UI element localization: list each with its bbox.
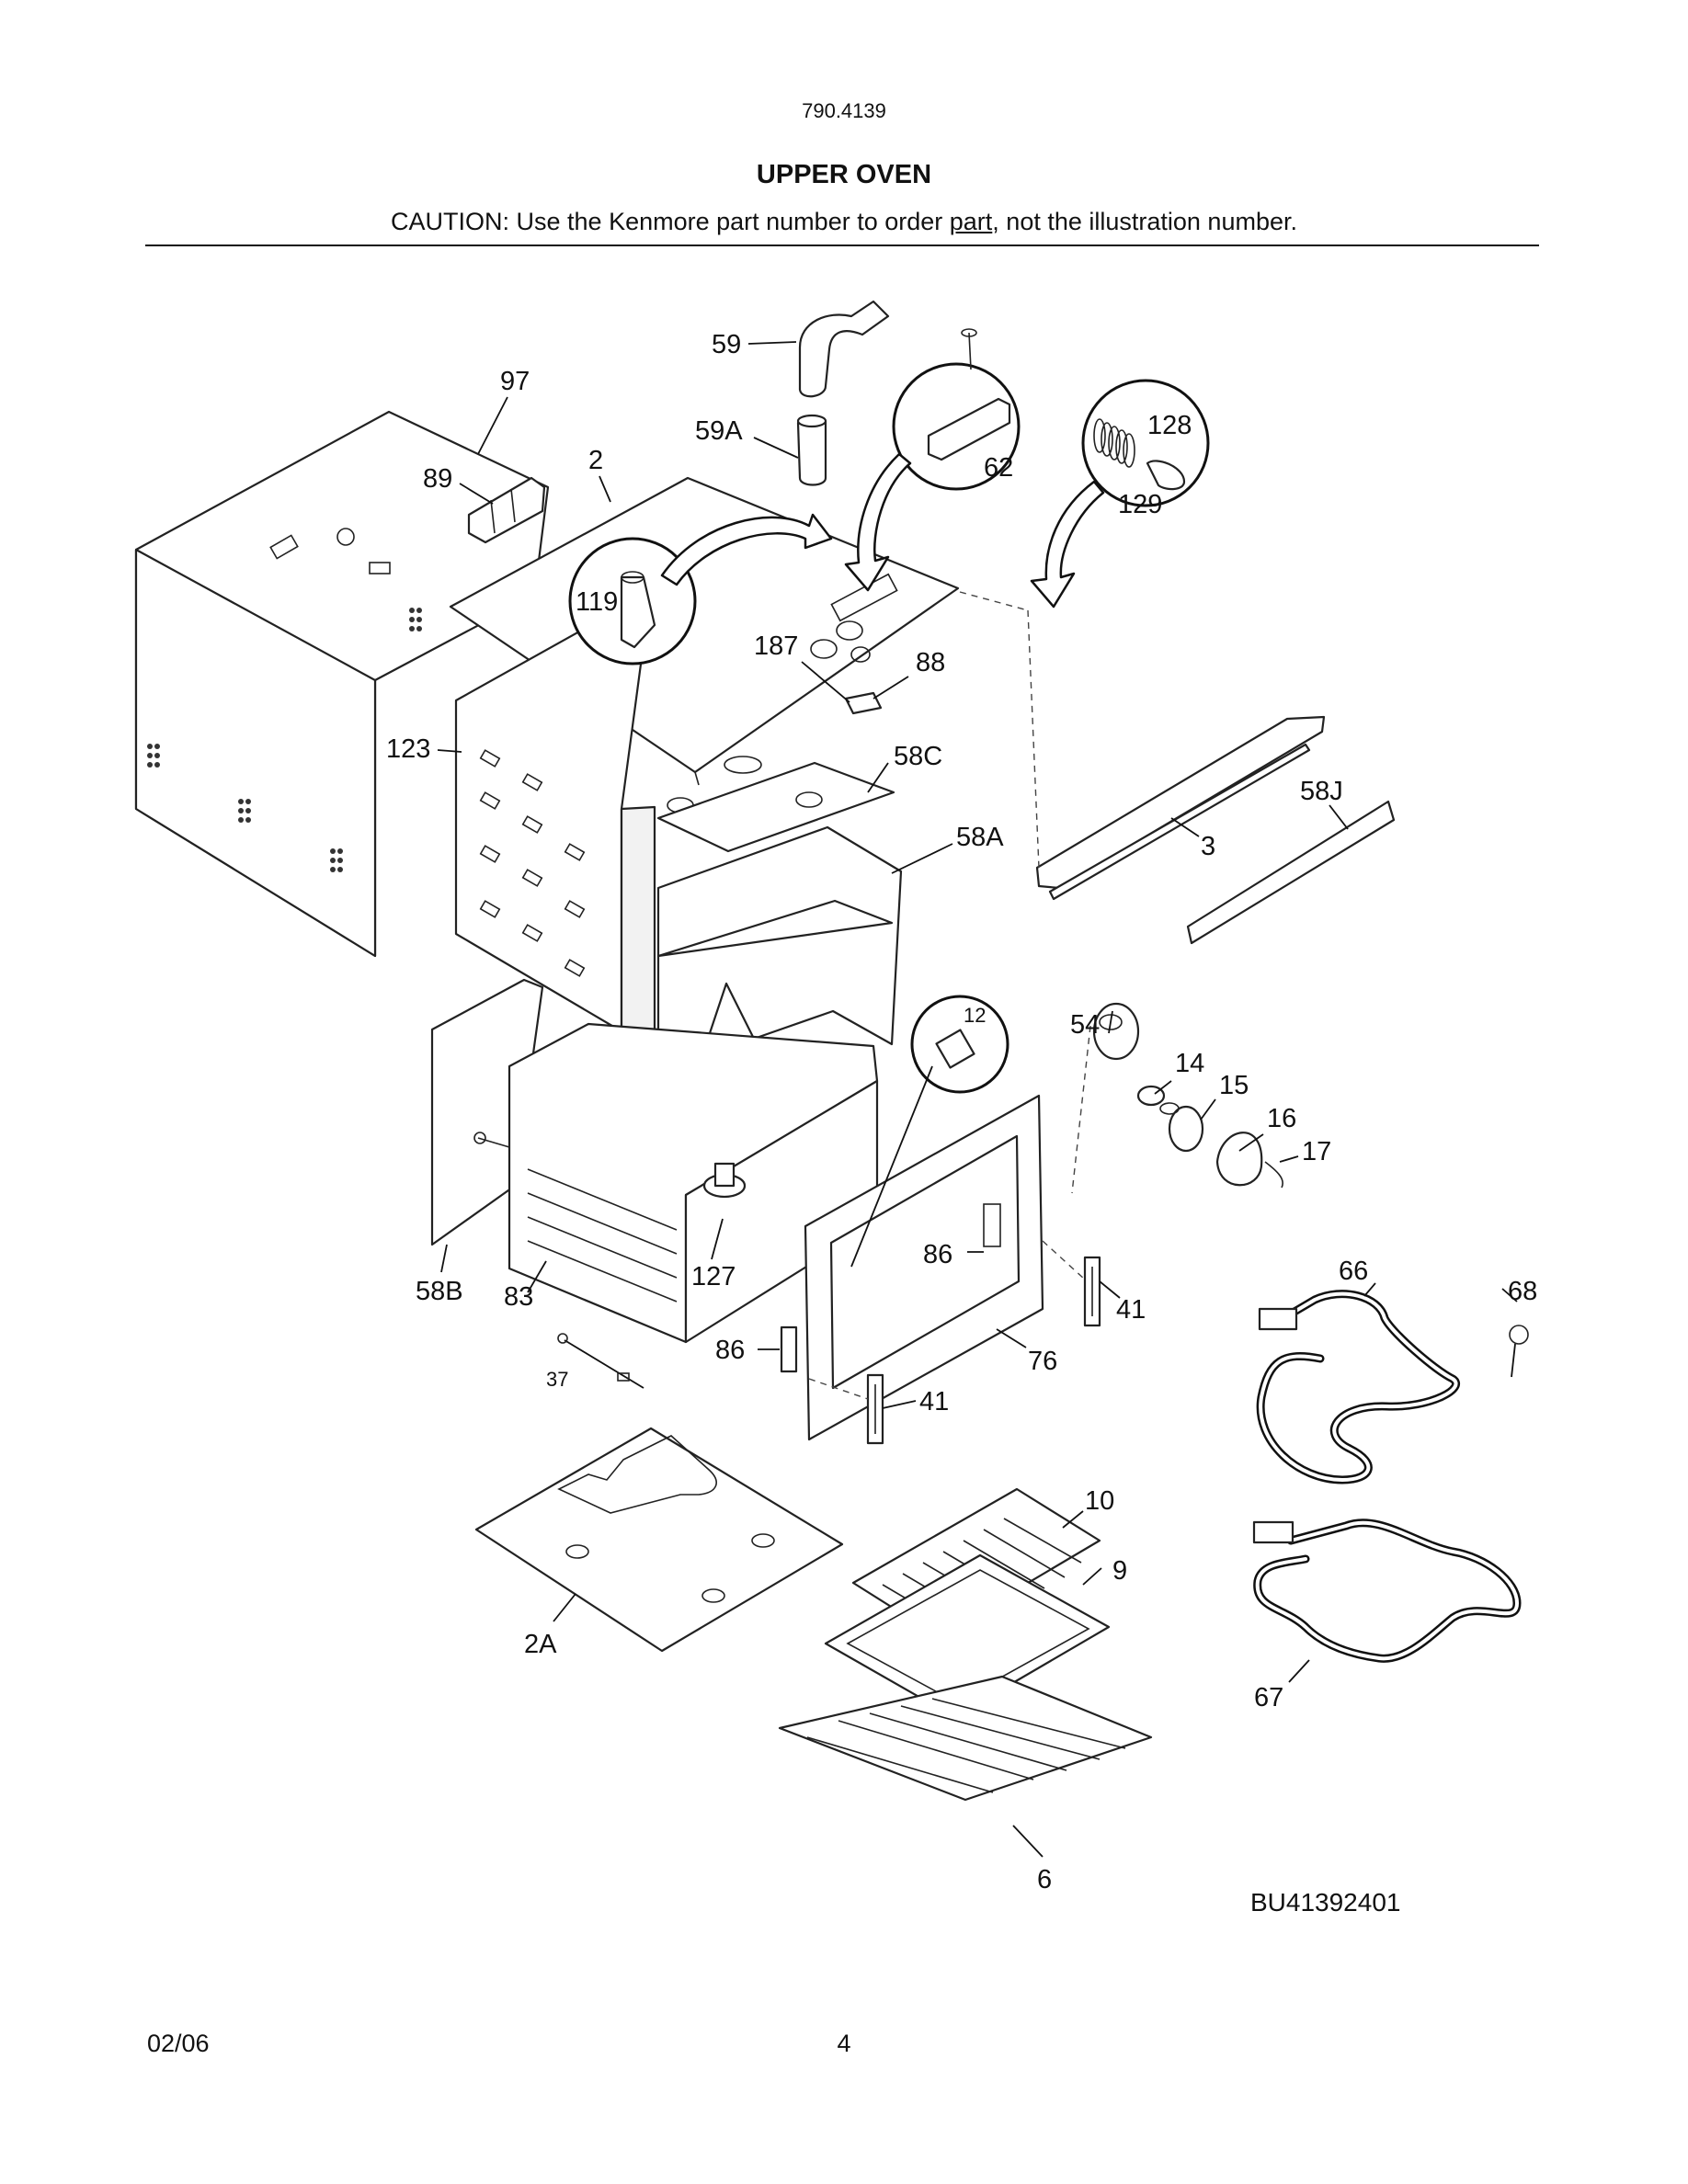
callout-3: 3 bbox=[1201, 832, 1215, 861]
callout-54: 54 bbox=[1070, 1010, 1100, 1040]
alignment-lines bbox=[808, 591, 1091, 1400]
broil-pan-part bbox=[824, 1553, 1111, 1719]
broil-element-part bbox=[1256, 1290, 1460, 1484]
callout-9: 9 bbox=[1112, 1556, 1127, 1586]
detail-arrow-62 bbox=[844, 452, 912, 592]
side-panel-part bbox=[454, 594, 656, 1042]
insulation-top-part bbox=[656, 761, 895, 853]
vent-duct-part bbox=[798, 300, 890, 398]
caution-underlined-word: part bbox=[949, 208, 993, 235]
rail-part bbox=[1035, 715, 1326, 901]
callout-67: 67 bbox=[1254, 1683, 1283, 1712]
callout-58A: 58A bbox=[956, 823, 1004, 852]
callout-76: 76 bbox=[1028, 1347, 1057, 1376]
vent-tube-part bbox=[796, 414, 827, 486]
callout-16: 16 bbox=[1267, 1104, 1296, 1133]
caution-text-end: , not the illustration number. bbox=[992, 208, 1297, 235]
detail-circle-62 bbox=[892, 328, 1021, 491]
callout-97: 97 bbox=[500, 367, 530, 396]
callout-66: 66 bbox=[1339, 1257, 1368, 1286]
back-panel-part bbox=[134, 410, 550, 958]
callout-62: 62 bbox=[984, 453, 1013, 483]
detail-circle-128-129 bbox=[1081, 379, 1210, 507]
gasket-strip-part bbox=[1186, 800, 1396, 945]
clip-part-68 bbox=[1509, 1325, 1529, 1378]
callout-129: 129 bbox=[1118, 490, 1162, 519]
lamp-lens-part bbox=[1215, 1132, 1263, 1187]
probe-part bbox=[557, 1333, 644, 1389]
bracket-part-89 bbox=[467, 476, 546, 544]
callout-41-lower: 41 bbox=[919, 1387, 949, 1416]
leader-lines bbox=[437, 341, 1518, 1858]
page-number: 4 bbox=[837, 2030, 851, 2057]
caution-note: CAUTION: Use the Kenmore part number to … bbox=[0, 208, 1688, 236]
callout-187: 187 bbox=[754, 631, 798, 661]
hinge-part-88 bbox=[844, 691, 883, 715]
callout-15: 15 bbox=[1219, 1071, 1249, 1100]
detail-arrow-119 bbox=[660, 513, 833, 586]
callout-58C: 58C bbox=[894, 742, 942, 771]
lamp-bulb-part bbox=[1159, 1102, 1204, 1153]
callout-58J: 58J bbox=[1300, 777, 1343, 806]
callout-59A: 59A bbox=[695, 416, 743, 446]
callout-10: 10 bbox=[1085, 1486, 1114, 1516]
callout-12: 12 bbox=[964, 1004, 986, 1027]
callout-6: 6 bbox=[1037, 1865, 1052, 1894]
callout-119: 119 bbox=[576, 587, 618, 617]
model-number: 790.4139 bbox=[802, 99, 886, 122]
detail-circle-12 bbox=[910, 995, 1009, 1094]
detail-circle-119 bbox=[568, 537, 697, 665]
callout-41-upper: 41 bbox=[1116, 1295, 1146, 1325]
footer-date: 02/06 bbox=[147, 2030, 210, 2057]
oven-rack-part bbox=[778, 1675, 1153, 1802]
callout-14: 14 bbox=[1175, 1049, 1204, 1078]
callout-2: 2 bbox=[588, 446, 603, 475]
callout-59: 59 bbox=[712, 330, 741, 359]
lamp-wire-part bbox=[1264, 1161, 1283, 1189]
clip-part-41-lower bbox=[866, 1373, 884, 1445]
callout-86-lower: 86 bbox=[715, 1336, 745, 1365]
callout-68: 68 bbox=[1508, 1277, 1537, 1306]
callout-2A: 2A bbox=[524, 1630, 557, 1659]
callout-89: 89 bbox=[423, 464, 452, 494]
callout-123: 123 bbox=[386, 734, 430, 764]
callout-58B: 58B bbox=[416, 1277, 463, 1306]
sensor-part bbox=[702, 1162, 747, 1199]
callout-127: 127 bbox=[691, 1262, 736, 1291]
detail-arrow-128-129 bbox=[1030, 480, 1105, 609]
clip-part-41-upper bbox=[1083, 1256, 1101, 1327]
callout-17: 17 bbox=[1302, 1137, 1331, 1166]
header-divider bbox=[145, 245, 1539, 246]
callout-83: 83 bbox=[504, 1282, 533, 1312]
bracket-part-86-left bbox=[780, 1325, 798, 1373]
door-frame-part bbox=[804, 1094, 1044, 1441]
callout-88: 88 bbox=[916, 648, 945, 677]
caution-text-start: CAUTION: Use the Kenmore part number to … bbox=[391, 208, 950, 235]
callout-128: 128 bbox=[1147, 411, 1192, 440]
page-title: UPPER OVEN bbox=[756, 160, 932, 189]
bottom-panel-part bbox=[474, 1427, 844, 1653]
lamp-socket-part bbox=[1092, 1002, 1140, 1061]
callout-37: 37 bbox=[546, 1368, 568, 1391]
callout-86-upper: 86 bbox=[923, 1240, 952, 1269]
bake-element-part bbox=[1252, 1519, 1522, 1663]
diagram-code: BU41392401 bbox=[1250, 1888, 1401, 1917]
